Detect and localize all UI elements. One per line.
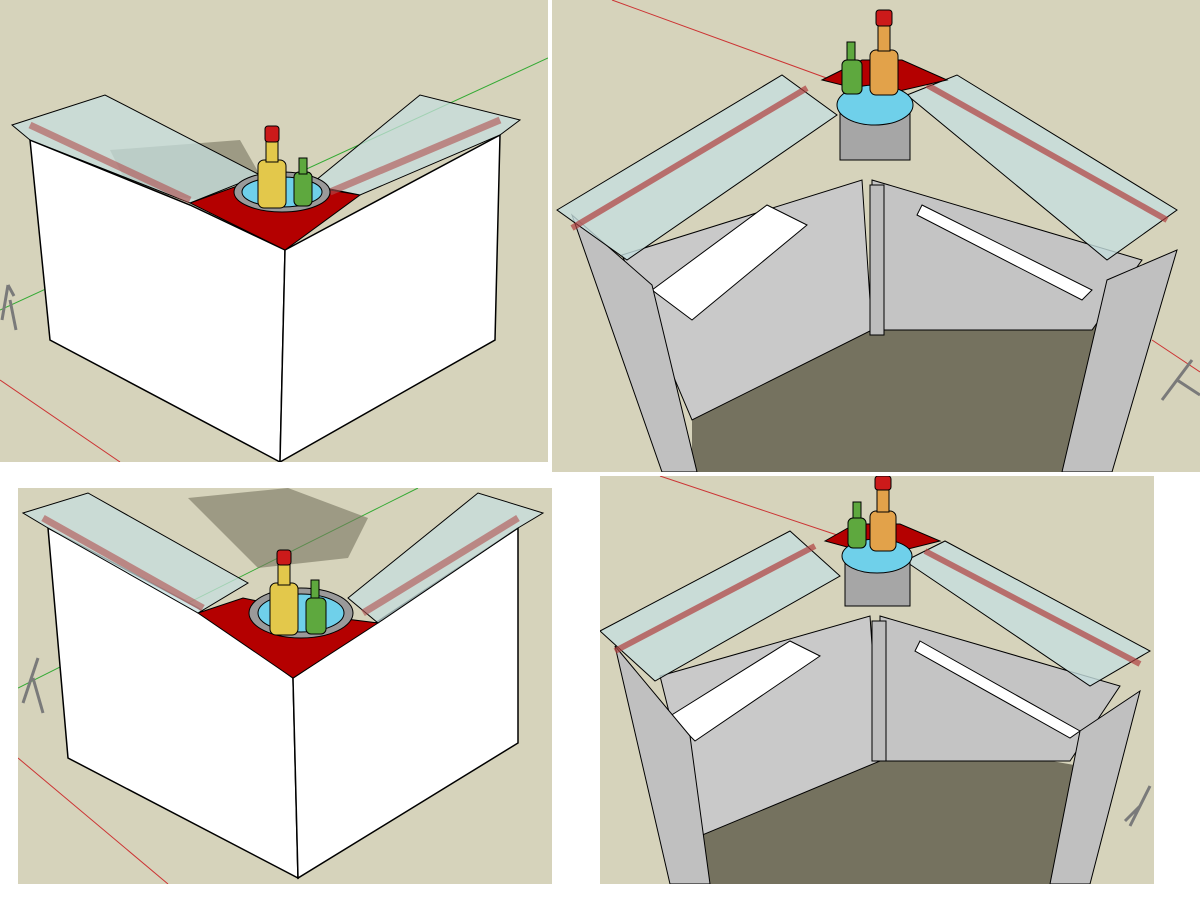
right-red-stripe — [923, 548, 1142, 667]
center-post — [869, 184, 885, 336]
bottle-icon — [841, 41, 863, 95]
right-side-panel — [1049, 689, 1141, 884]
left-glass-counter — [600, 530, 841, 682]
interior-view-panel-2 — [600, 476, 1154, 884]
left-shelf — [651, 204, 808, 321]
red-axis-line — [611, 0, 833, 81]
exterior-bar-drawing-2 — [18, 488, 552, 884]
person-scale-figure-icon — [21, 657, 45, 714]
left-side-panel — [614, 645, 711, 884]
cast-shadow — [188, 488, 368, 568]
right-shelf — [916, 204, 1093, 301]
left-side-panel — [570, 213, 698, 472]
right-red-stripe — [328, 116, 502, 196]
bottle-icon — [869, 9, 899, 96]
left-red-stripe — [570, 85, 809, 231]
right-glass-ledge — [308, 94, 522, 196]
interior-view-panel-1 — [552, 0, 1200, 472]
interior-bar-drawing-1 — [552, 0, 1200, 472]
person-scale-figure-icon — [0, 284, 18, 331]
right-red-stripe — [925, 82, 1169, 223]
left-glass-ledge — [21, 492, 249, 614]
exterior-view-panel-2 — [18, 488, 552, 884]
right-side-panel — [1061, 249, 1178, 472]
left-red-stripe — [28, 121, 192, 204]
right-red-stripe — [361, 515, 520, 616]
bottle-icon — [847, 501, 867, 549]
bottle-icon — [257, 125, 287, 209]
person-scale-figure-icon — [1123, 785, 1152, 827]
red-axis-line — [1151, 339, 1200, 373]
bottle-icon — [269, 549, 299, 636]
center-post — [871, 620, 887, 762]
right-glass-counter — [904, 540, 1152, 687]
left-glass-ledge — [10, 94, 262, 204]
red-axis-line — [0, 379, 121, 462]
left-red-stripe — [41, 514, 205, 612]
left-red-stripe — [613, 543, 817, 654]
exterior-bar-drawing-1 — [0, 0, 548, 462]
exterior-view-panel-1 — [0, 0, 548, 462]
red-axis-line — [659, 476, 841, 537]
person-scale-figure-icon — [1160, 359, 1200, 401]
right-cabinet-face — [279, 133, 501, 462]
interior-bar-drawing-2 — [600, 476, 1154, 884]
right-shelf — [914, 640, 1081, 739]
bottle-icon — [305, 579, 327, 635]
bottle-icon — [293, 157, 313, 207]
left-glass-counter — [556, 74, 838, 261]
bottle-icon — [869, 476, 897, 552]
red-axis-line — [18, 757, 169, 884]
